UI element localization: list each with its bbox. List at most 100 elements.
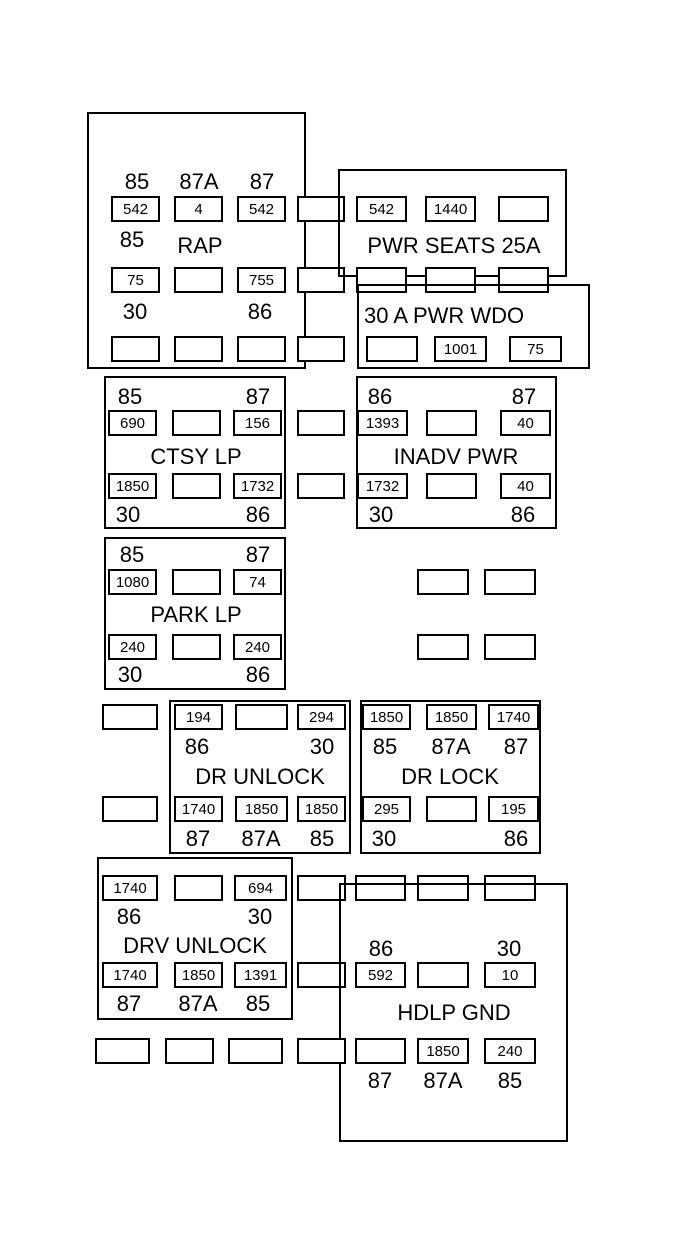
circuit-cell: 294 bbox=[297, 704, 346, 730]
pin-label-85: 85 bbox=[124, 169, 150, 194]
pin-label-86: 86 bbox=[247, 299, 273, 324]
pin-label-30: 30 bbox=[117, 662, 143, 687]
empty-cell bbox=[498, 196, 549, 222]
pin-label-85: 85 bbox=[497, 1068, 523, 1093]
circuit-cell: 1391 bbox=[234, 962, 287, 988]
pin-label-87a: 87A bbox=[241, 826, 281, 851]
circuit-cell: 4 bbox=[174, 196, 223, 222]
empty-cell bbox=[356, 267, 407, 293]
empty-cell bbox=[484, 875, 536, 901]
pin-label-85: 85 bbox=[119, 542, 145, 567]
circuit-cell: 1850 bbox=[362, 704, 411, 730]
circuit-cell: 1740 bbox=[102, 962, 158, 988]
relay-title: DR LOCK bbox=[401, 764, 499, 789]
relay-drv-unlock bbox=[97, 857, 293, 1020]
empty-cell bbox=[95, 1038, 150, 1064]
empty-cell bbox=[228, 1038, 283, 1064]
empty-cell bbox=[297, 875, 346, 901]
relay-title: PARK LP bbox=[150, 602, 242, 627]
relay-pwr-wdo bbox=[357, 284, 590, 369]
empty-cell bbox=[355, 875, 406, 901]
circuit-cell: 1393 bbox=[357, 410, 408, 436]
empty-cell bbox=[417, 962, 469, 988]
circuit-cell: 240 bbox=[233, 634, 282, 660]
relay-rap bbox=[87, 112, 306, 369]
pin-label-87: 87 bbox=[245, 542, 271, 567]
empty-cell bbox=[417, 875, 469, 901]
pin-label-87: 87 bbox=[503, 734, 529, 759]
empty-cell bbox=[235, 704, 288, 730]
pin-label-30: 30 bbox=[122, 299, 148, 324]
empty-cell bbox=[172, 569, 221, 595]
circuit-cell: 1001 bbox=[434, 336, 487, 362]
empty-cell bbox=[355, 1038, 406, 1064]
empty-cell bbox=[484, 569, 536, 595]
pin-label-87a: 87A bbox=[423, 1068, 463, 1093]
pin-label-87: 87 bbox=[249, 169, 275, 194]
pin-label-86: 86 bbox=[510, 502, 536, 527]
circuit-cell: 690 bbox=[108, 410, 157, 436]
empty-cell bbox=[237, 336, 286, 362]
circuit-cell: 295 bbox=[362, 796, 411, 822]
relay-park-lp bbox=[104, 537, 286, 690]
relay-dr-lock bbox=[360, 700, 541, 854]
circuit-cell: 1740 bbox=[102, 875, 158, 901]
pin-label-87: 87 bbox=[511, 384, 537, 409]
empty-cell bbox=[165, 1038, 214, 1064]
circuit-cell: 40 bbox=[500, 473, 551, 499]
circuit-cell: 542 bbox=[111, 196, 160, 222]
pin-label-87: 87 bbox=[116, 991, 142, 1016]
circuit-cell: 542 bbox=[356, 196, 407, 222]
empty-cell bbox=[102, 704, 158, 730]
empty-cell bbox=[297, 196, 345, 222]
pin-label-86: 86 bbox=[245, 662, 271, 687]
relay-dr-unlock bbox=[169, 700, 351, 854]
empty-cell bbox=[297, 962, 346, 988]
circuit-cell: 1850 bbox=[426, 704, 477, 730]
pin-label-85: 85 bbox=[245, 991, 271, 1016]
circuit-cell: 40 bbox=[500, 410, 551, 436]
circuit-cell: 195 bbox=[488, 796, 539, 822]
circuit-cell: 592 bbox=[355, 962, 406, 988]
empty-cell bbox=[417, 569, 469, 595]
empty-cell bbox=[426, 473, 477, 499]
empty-cell bbox=[498, 267, 549, 293]
empty-cell bbox=[297, 473, 345, 499]
pin-label-30: 30 bbox=[368, 502, 394, 527]
empty-cell bbox=[484, 634, 536, 660]
pin-label-85: 85 bbox=[117, 384, 143, 409]
empty-cell bbox=[426, 410, 477, 436]
circuit-cell: 240 bbox=[108, 634, 157, 660]
relay-inadv-pwr bbox=[356, 376, 557, 529]
circuit-cell: 74 bbox=[233, 569, 282, 595]
circuit-cell: 1850 bbox=[108, 473, 157, 499]
empty-cell bbox=[174, 267, 223, 293]
pin-label-85: 85 bbox=[119, 227, 145, 252]
circuit-cell: 10 bbox=[484, 962, 536, 988]
circuit-cell: 755 bbox=[237, 267, 286, 293]
circuit-cell: 1850 bbox=[235, 796, 288, 822]
relay-pwr-seats bbox=[338, 169, 567, 277]
pin-label-86: 86 bbox=[116, 904, 142, 929]
circuit-cell: 1740 bbox=[174, 796, 223, 822]
empty-cell bbox=[425, 267, 476, 293]
pin-label-30: 30 bbox=[371, 826, 397, 851]
circuit-cell: 194 bbox=[174, 704, 223, 730]
empty-cell bbox=[102, 796, 158, 822]
circuit-cell: 75 bbox=[111, 267, 160, 293]
pin-label-30: 30 bbox=[247, 904, 273, 929]
circuit-cell: 1732 bbox=[233, 473, 282, 499]
relay-ctsy-lp bbox=[104, 376, 286, 529]
relay-title: INADV PWR bbox=[393, 444, 519, 469]
pin-label-86: 86 bbox=[368, 936, 394, 961]
circuit-cell: 1440 bbox=[425, 196, 476, 222]
empty-cell bbox=[172, 410, 221, 436]
empty-cell bbox=[297, 1038, 346, 1064]
circuit-cell: 156 bbox=[233, 410, 282, 436]
circuit-cell: 1732 bbox=[357, 473, 408, 499]
relay-title: PWR SEATS 25A bbox=[367, 233, 541, 258]
circuit-cell: 75 bbox=[509, 336, 562, 362]
pin-label-30: 30 bbox=[496, 936, 522, 961]
relay-title: DR UNLOCK bbox=[195, 764, 325, 789]
pin-label-87a: 87A bbox=[179, 169, 219, 194]
